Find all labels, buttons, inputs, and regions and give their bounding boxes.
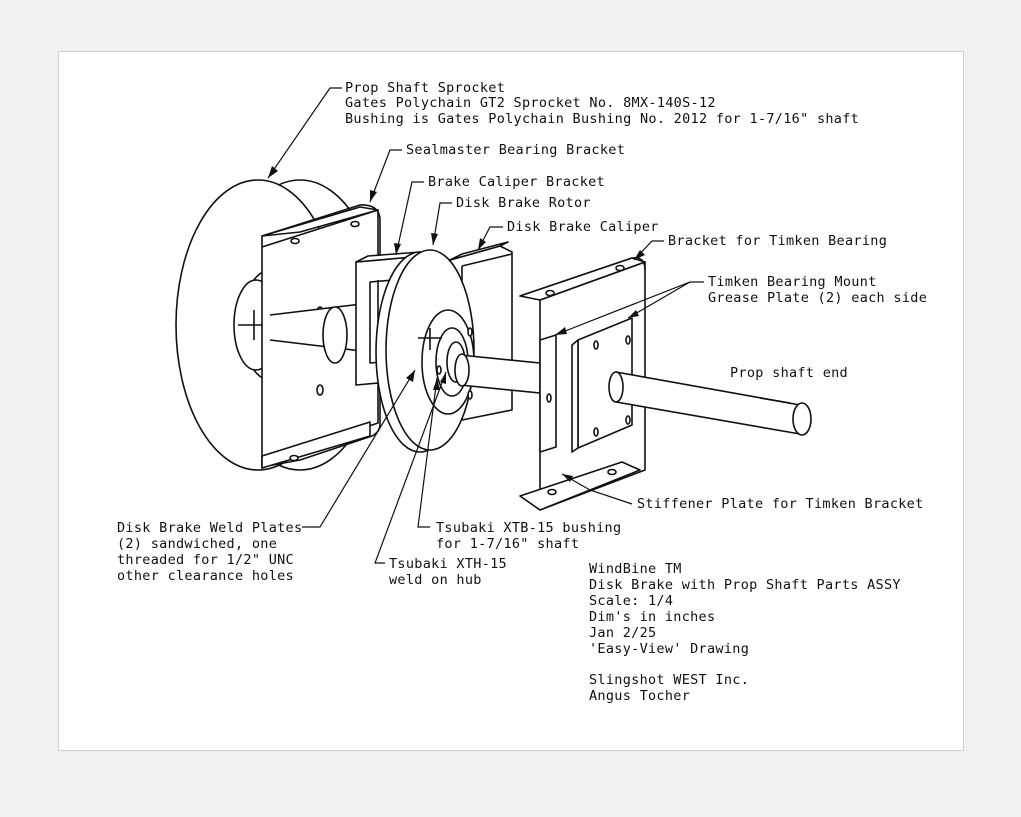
timken-bearing-bracket [519,256,646,511]
label-xth-weld: weld on hub [389,572,482,588]
title-author: Angus Tocher [589,688,691,704]
label-grease-plate: Grease Plate (2) each side [708,290,928,306]
title-product: WindBine TM [589,561,682,577]
label-weld-plates: Disk Brake Weld Plates [117,520,303,536]
prop-shaft-end [608,371,812,436]
label-timken-bracket: Bracket for Timken Bearing [668,233,888,249]
label-caliper-bracket: Brake Caliper Bracket [428,174,605,190]
title-company: Slingshot WEST Inc. [589,672,750,688]
leader-arrowheads [268,166,645,482]
leader-lines [267,87,704,564]
title-description: Disk Brake with Prop Shaft Parts ASSY [589,577,901,593]
sealmaster-bearing-bracket [261,204,381,469]
label-prop-shaft-end: Prop shaft end [730,365,848,381]
label-prop-shaft-sprocket: Prop Shaft Sprocket [345,80,506,96]
title-drawing-type: 'Easy-View' Drawing [589,641,750,657]
label-timken-mount: Timken Bearing Mount [708,274,877,290]
label-weld-plates-line4: other clearance holes [117,568,294,584]
title-scale: Scale: 1/4 [589,593,674,609]
label-xtb-shaft: for 1-7/16" shaft [436,536,580,552]
title-units: Dim's in inches [589,609,716,625]
label-xtb-bushing: Tsubaki XTB-15 bushing [436,520,622,536]
label-stiffener-plate: Stiffener Plate for Timken Bracket [637,496,924,512]
label-weld-plates-line3: threaded for 1/2" UNC [117,552,294,568]
label-disk-brake-caliper: Disk Brake Caliper [507,219,659,235]
label-weld-plates-line2: (2) sandwiched, one [117,536,278,552]
title-date: Jan 2/25 [589,625,657,641]
label-sealmaster-bracket: Sealmaster Bearing Bracket [406,142,626,158]
label-disk-brake-rotor: Disk Brake Rotor [456,195,591,211]
label-xth-hub: Tsubaki XTH-15 [389,556,507,572]
label-sprocket-part-number: Gates Polychain GT2 Sprocket No. 8MX-140… [345,95,716,111]
label-bushing-part-number: Bushing is Gates Polychain Bushing No. 2… [345,111,860,127]
disk-brake-rotor [375,249,475,453]
